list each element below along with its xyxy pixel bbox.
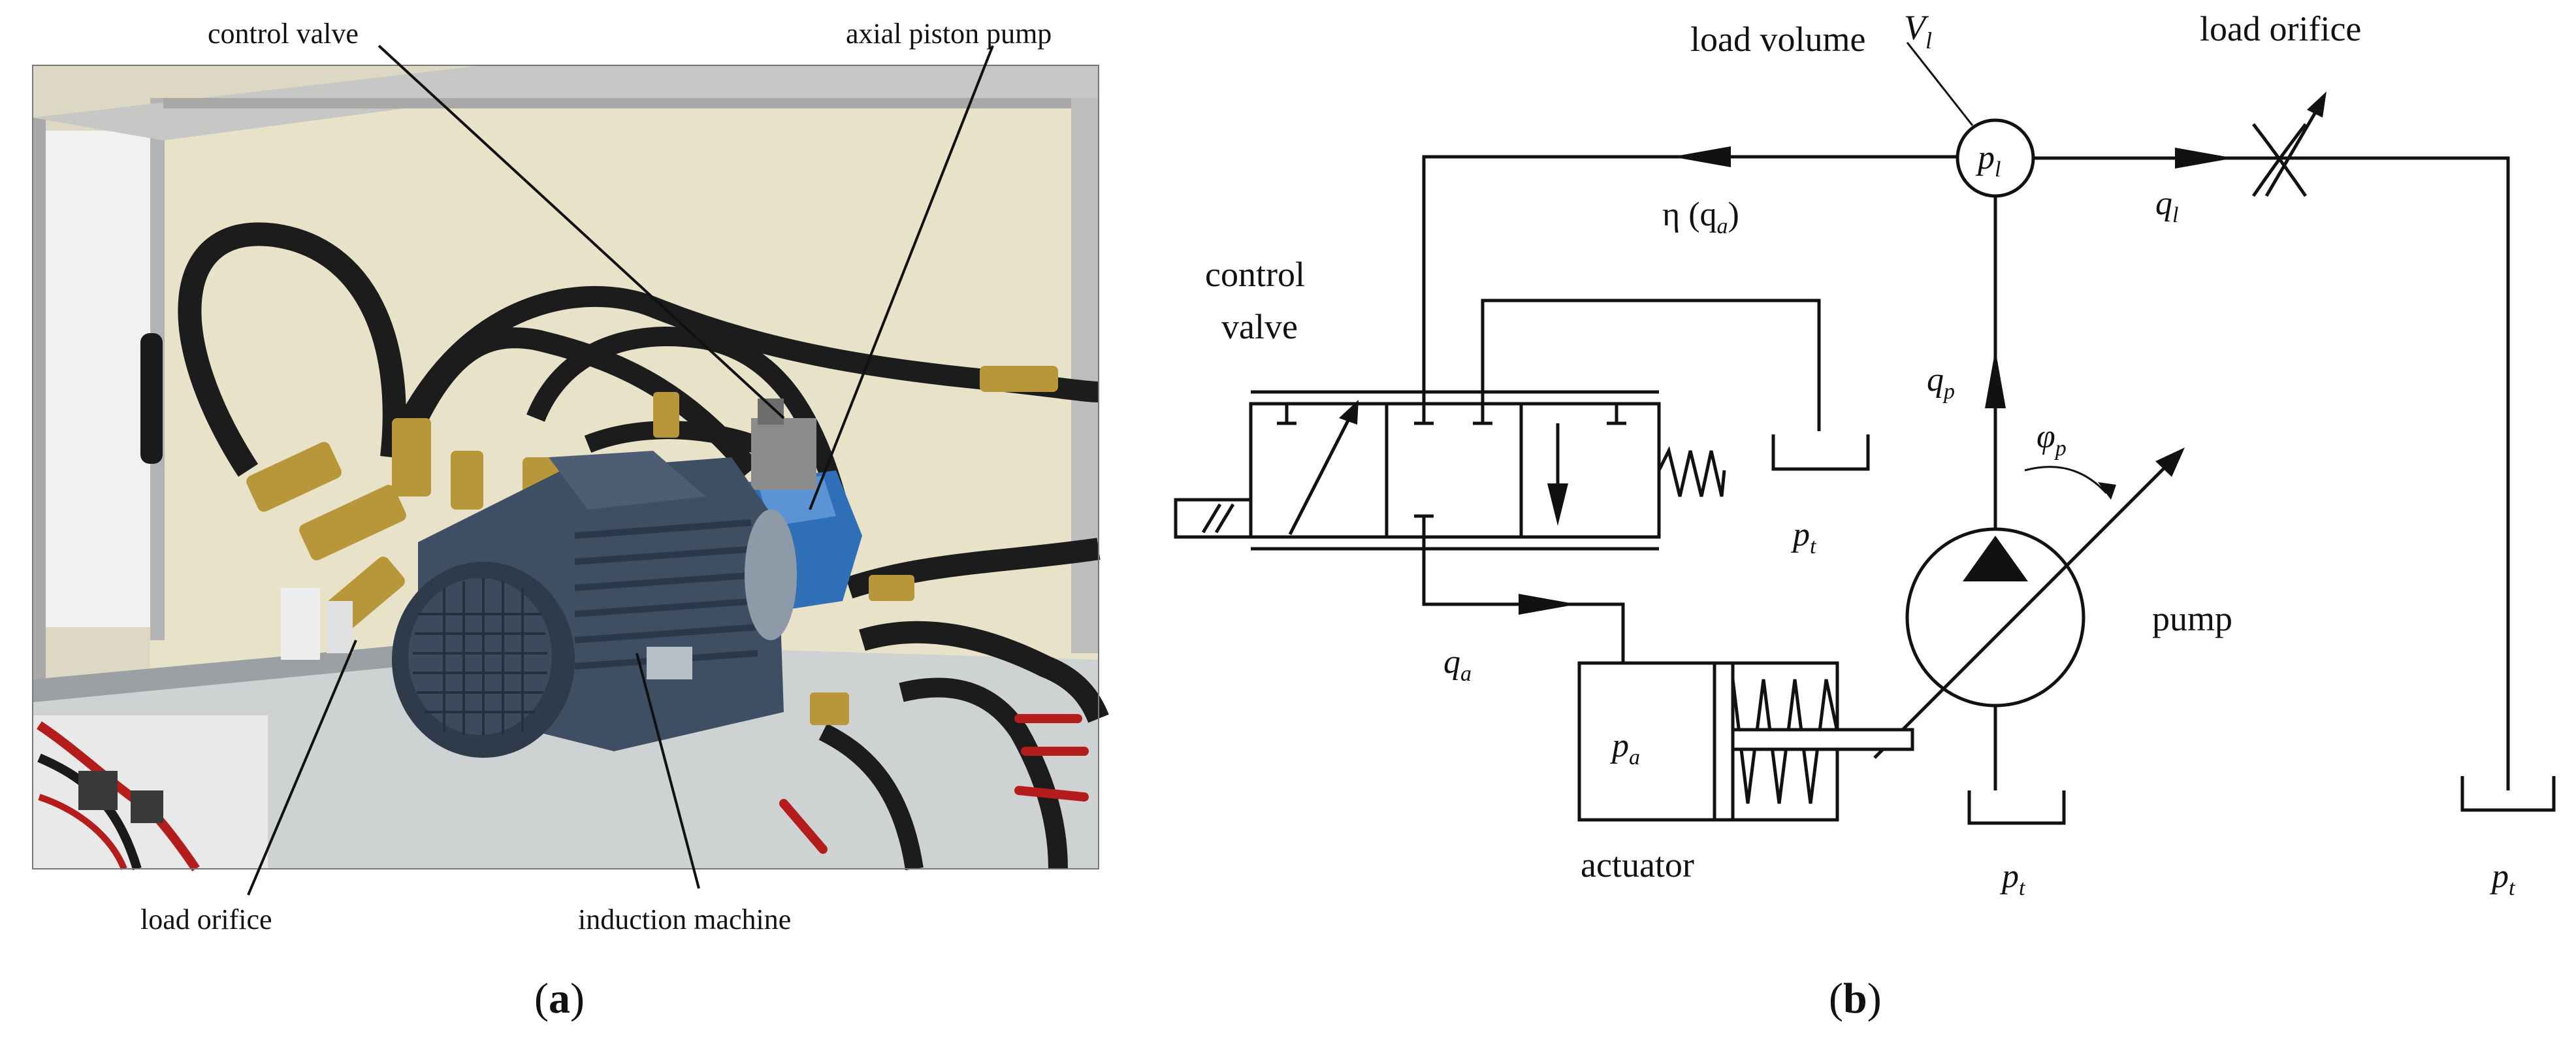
label-actuator: actuator xyxy=(1581,845,1694,885)
actuator-symbol xyxy=(1577,661,1914,822)
label-pt-right: pt xyxy=(2489,858,2516,900)
callout-control-valve: control valve xyxy=(208,18,359,50)
callout-leaders xyxy=(247,44,994,896)
label-load-volume: load volume xyxy=(1690,20,1865,59)
label-ql: ql xyxy=(2155,185,2178,227)
label-control: control xyxy=(1205,255,1305,294)
label-valve: valve xyxy=(1221,307,1298,346)
label-eta: η (qa) xyxy=(1662,196,1739,238)
label-load-orifice: load orifice xyxy=(2200,9,2361,48)
actuator-line-arrow xyxy=(1519,594,1577,615)
load-orifice-symbol xyxy=(2251,91,2326,197)
callout-axial-piston-pump: axial piston pump xyxy=(846,18,1052,50)
pump-symbol xyxy=(1873,447,2185,790)
label-pump: pump xyxy=(2152,599,2232,638)
valve-tank-line xyxy=(1481,299,1821,431)
label-pl: pl xyxy=(1975,139,2001,182)
callout-induction-machine: induction machine xyxy=(578,903,791,935)
control-valve-symbol xyxy=(1174,390,1726,551)
label-pa: pa xyxy=(1609,727,1640,770)
label-Vl: Vl xyxy=(1904,8,1932,54)
panel-b-labels: load volume Vl load orifice pl ql η (qa)… xyxy=(1205,8,2516,1022)
load-line-arrow xyxy=(2175,148,2234,169)
tank-right xyxy=(2460,776,2556,812)
panel-b xyxy=(1174,42,2556,825)
induction-motor-photo xyxy=(392,451,797,758)
panel-a-label: (a) xyxy=(534,975,585,1022)
tank-pump xyxy=(1967,790,2066,825)
pump-line-arrow xyxy=(1985,349,2006,408)
label-pt-pump: pt xyxy=(1999,858,2026,900)
label-qp: qp xyxy=(1927,361,1955,404)
test-rig-photo xyxy=(32,65,1109,871)
label-phip: φp xyxy=(2037,418,2067,461)
tank-valve xyxy=(1771,434,1870,471)
label-qa: qa xyxy=(1443,643,1472,686)
load-line xyxy=(2033,156,2510,790)
panel-b-label: (b) xyxy=(1829,975,1882,1022)
return-line-arrow xyxy=(1672,146,1731,167)
label-pt-valve: pt xyxy=(1790,516,1817,559)
panel-a: control valve axial piston pump load ori… xyxy=(32,18,1109,1022)
callout-load-orifice: load orifice xyxy=(140,903,272,935)
return-line xyxy=(1422,155,1956,404)
